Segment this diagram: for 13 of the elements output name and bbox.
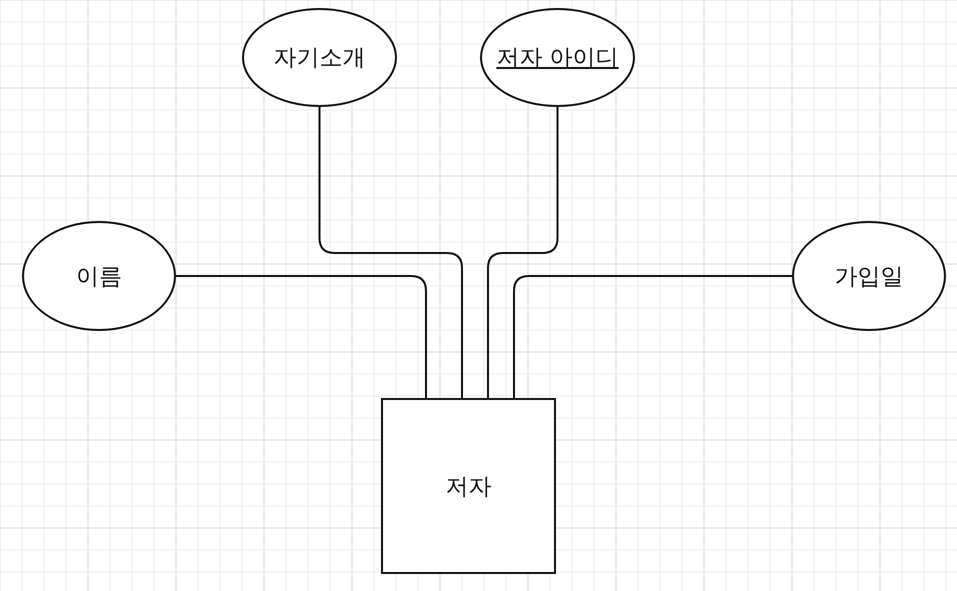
key-attribute-label: 저자 아이디 bbox=[496, 44, 619, 73]
attribute-label: 자기소개 bbox=[274, 44, 366, 73]
entity-label: 저자 bbox=[446, 472, 492, 502]
connector-line bbox=[176, 275, 427, 398]
connector-line bbox=[318, 107, 463, 398]
attribute-ellipse bbox=[242, 8, 397, 107]
entity-box bbox=[381, 398, 556, 574]
attribute-ellipse bbox=[792, 221, 946, 331]
connector-line bbox=[487, 107, 558, 398]
attribute-label: 이름 bbox=[76, 262, 122, 292]
attribute-label: 가입일 bbox=[834, 262, 904, 292]
attribute-ellipse bbox=[22, 221, 176, 331]
connector-line bbox=[513, 275, 792, 398]
